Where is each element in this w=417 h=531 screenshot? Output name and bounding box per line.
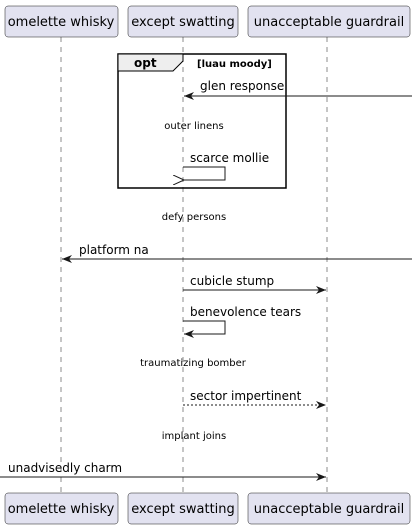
participant-label: omelette whisky <box>8 15 115 30</box>
delay-label: traumatizing bomber <box>140 358 247 369</box>
delay-label: implant joins <box>162 431 226 442</box>
participant-omelette-whisky-top: omelette whisky <box>4 5 119 38</box>
participant-except-swatting-top: except swatting <box>127 5 239 38</box>
fragment-operator: opt <box>134 56 157 70</box>
message-label: platform na <box>79 243 149 257</box>
participant-label: except swatting <box>131 15 235 30</box>
delay-traumatizing-bomber: traumatizing bomber <box>140 358 247 369</box>
delay-label: outer linens <box>164 121 223 132</box>
message-scarce-mollie: scarce mollie <box>183 151 269 180</box>
message-platform-na: platform na <box>62 243 412 263</box>
fragment-guard: [luau moody] <box>197 59 272 70</box>
message-label: sector impertinent <box>190 389 302 403</box>
message-glen-response: glen response <box>184 79 412 100</box>
opt-fragment: opt [luau moody] <box>117 53 287 189</box>
message-cubicle-stump: cubicle stump <box>183 274 326 294</box>
message-label: benevolence tears <box>190 305 301 319</box>
participant-label: except swatting <box>131 502 235 517</box>
message-sector-impertinent: sector impertinent <box>183 389 326 409</box>
participant-unacceptable-guardrail-top: unacceptable guardrail <box>247 5 411 38</box>
participant-omelette-whisky-bottom: omelette whisky <box>4 492 119 525</box>
message-label: scarce mollie <box>190 151 269 165</box>
participant-except-swatting-bottom: except swatting <box>127 492 239 525</box>
delay-implant-joins: implant joins <box>162 431 226 442</box>
delay-label: defy persons <box>162 212 226 223</box>
message-label: cubicle stump <box>190 274 274 288</box>
message-label: glen response <box>200 79 284 93</box>
message-benevolence-tears: benevolence tears <box>183 305 301 338</box>
participant-label: unacceptable guardrail <box>254 502 404 517</box>
delay-defy-persons: defy persons <box>162 212 226 223</box>
delay-outer-linens: outer linens <box>164 121 223 132</box>
participant-label: omelette whisky <box>8 502 115 517</box>
participant-label: unacceptable guardrail <box>254 15 404 30</box>
participant-unacceptable-guardrail-bottom: unacceptable guardrail <box>247 492 411 525</box>
message-unadvisedly-charm: unadvisedly charm <box>0 461 326 481</box>
message-label: unadvisedly charm <box>8 461 122 475</box>
